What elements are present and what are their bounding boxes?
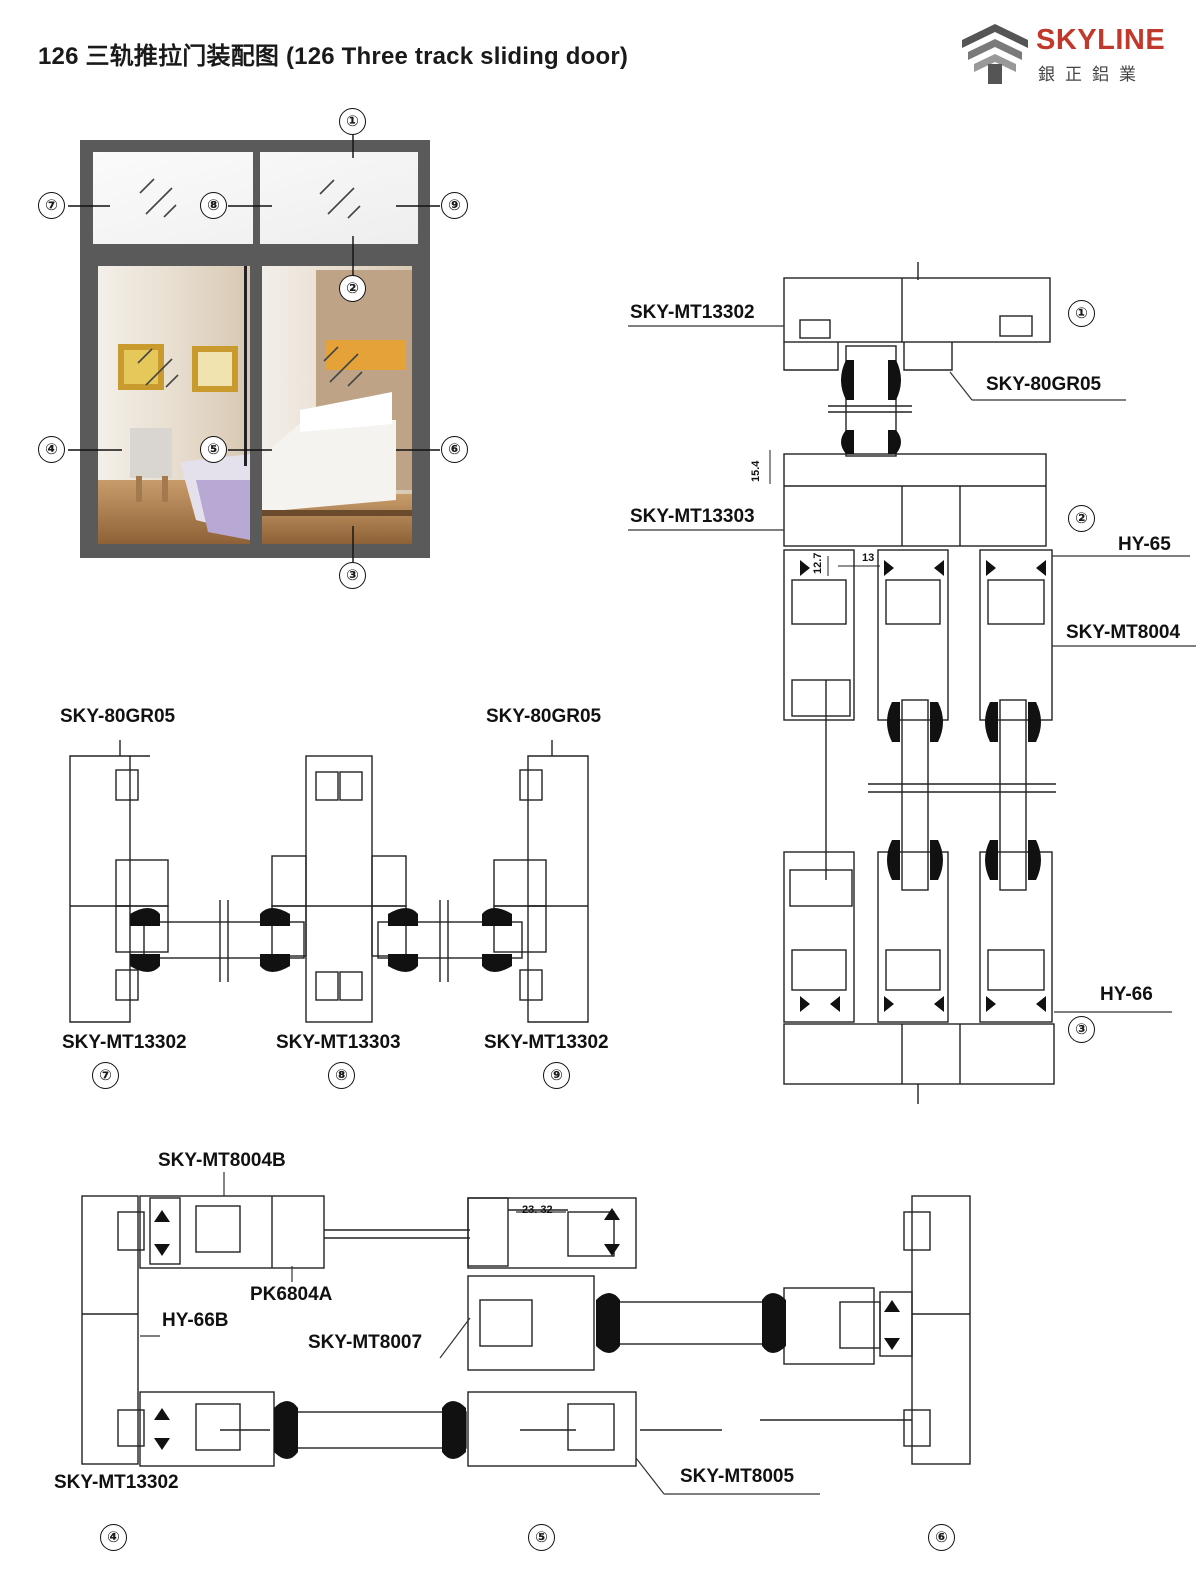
label-sky-80gr05-right: SKY-80GR05 [486,706,602,727]
dim-23-32: 23. 32 [522,1204,553,1216]
label-sky-mt13302-bottom: SKY-MT13302 [54,1472,179,1493]
brand-name: SKYLINE [1036,24,1166,56]
dim-13: 13 [862,552,875,564]
label-hy-66b: HY-66B [162,1310,229,1331]
section-callout-9: ⑨ [543,1062,570,1089]
page-title: 126 三轨推拉门装配图 (126 Three track sliding do… [38,43,629,70]
label-sky-80gr05-top: SKY-80GR05 [986,374,1102,395]
room-scene-left [98,266,250,544]
callout-3: ③ [339,562,366,589]
section-callout-3: ③ [1068,1016,1095,1043]
callout-7: ⑦ [38,192,65,219]
label-sky-80gr05-left: SKY-80GR05 [60,706,176,727]
transom-mullion [253,152,260,244]
label-sky-mt13302-right: SKY-MT13302 [484,1032,609,1053]
label-sky-mt13302-top: SKY-MT13302 [630,302,755,323]
section-callout-5: ⑤ [528,1524,555,1551]
section-callout-4: ④ [100,1524,127,1551]
skyline-logo-icon [962,24,1028,84]
label-hy-65: HY-65 [1118,534,1171,555]
label-sky-mt13302-left: SKY-MT13302 [62,1032,187,1053]
label-sky-mt8004: SKY-MT8004 [1066,622,1181,643]
label-pk6804a: PK6804A [250,1284,333,1305]
room-scene-right [262,266,412,544]
callout-5: ⑤ [200,436,227,463]
label-sky-mt8004b: SKY-MT8004B [158,1150,286,1171]
callout-2: ② [339,275,366,302]
callout-4: ④ [38,436,65,463]
section-callout-2: ② [1068,505,1095,532]
label-hy-66: HY-66 [1100,984,1153,1005]
label-sky-mt8007: SKY-MT8007 [308,1332,423,1353]
callout-9: ⑨ [441,192,468,219]
label-sky-mt13303-center: SKY-MT13303 [276,1032,401,1053]
section-callout-7: ⑦ [92,1062,119,1089]
callout-6: ⑥ [441,436,468,463]
section-callout-8: ⑧ [328,1062,355,1089]
label-sky-mt13303-mid: SKY-MT13303 [630,506,755,527]
section-callout-6: ⑥ [928,1524,955,1551]
callout-1: ① [339,108,366,135]
section-callout-1: ① [1068,300,1095,327]
transom-bar [93,244,418,258]
label-sky-mt8005: SKY-MT8005 [680,1466,795,1487]
brand-subtitle: 銀正鋁業 [1038,65,1146,84]
brand-logo: SKYLINE 銀正鋁業 [958,20,1190,90]
callout-8: ⑧ [200,192,227,219]
